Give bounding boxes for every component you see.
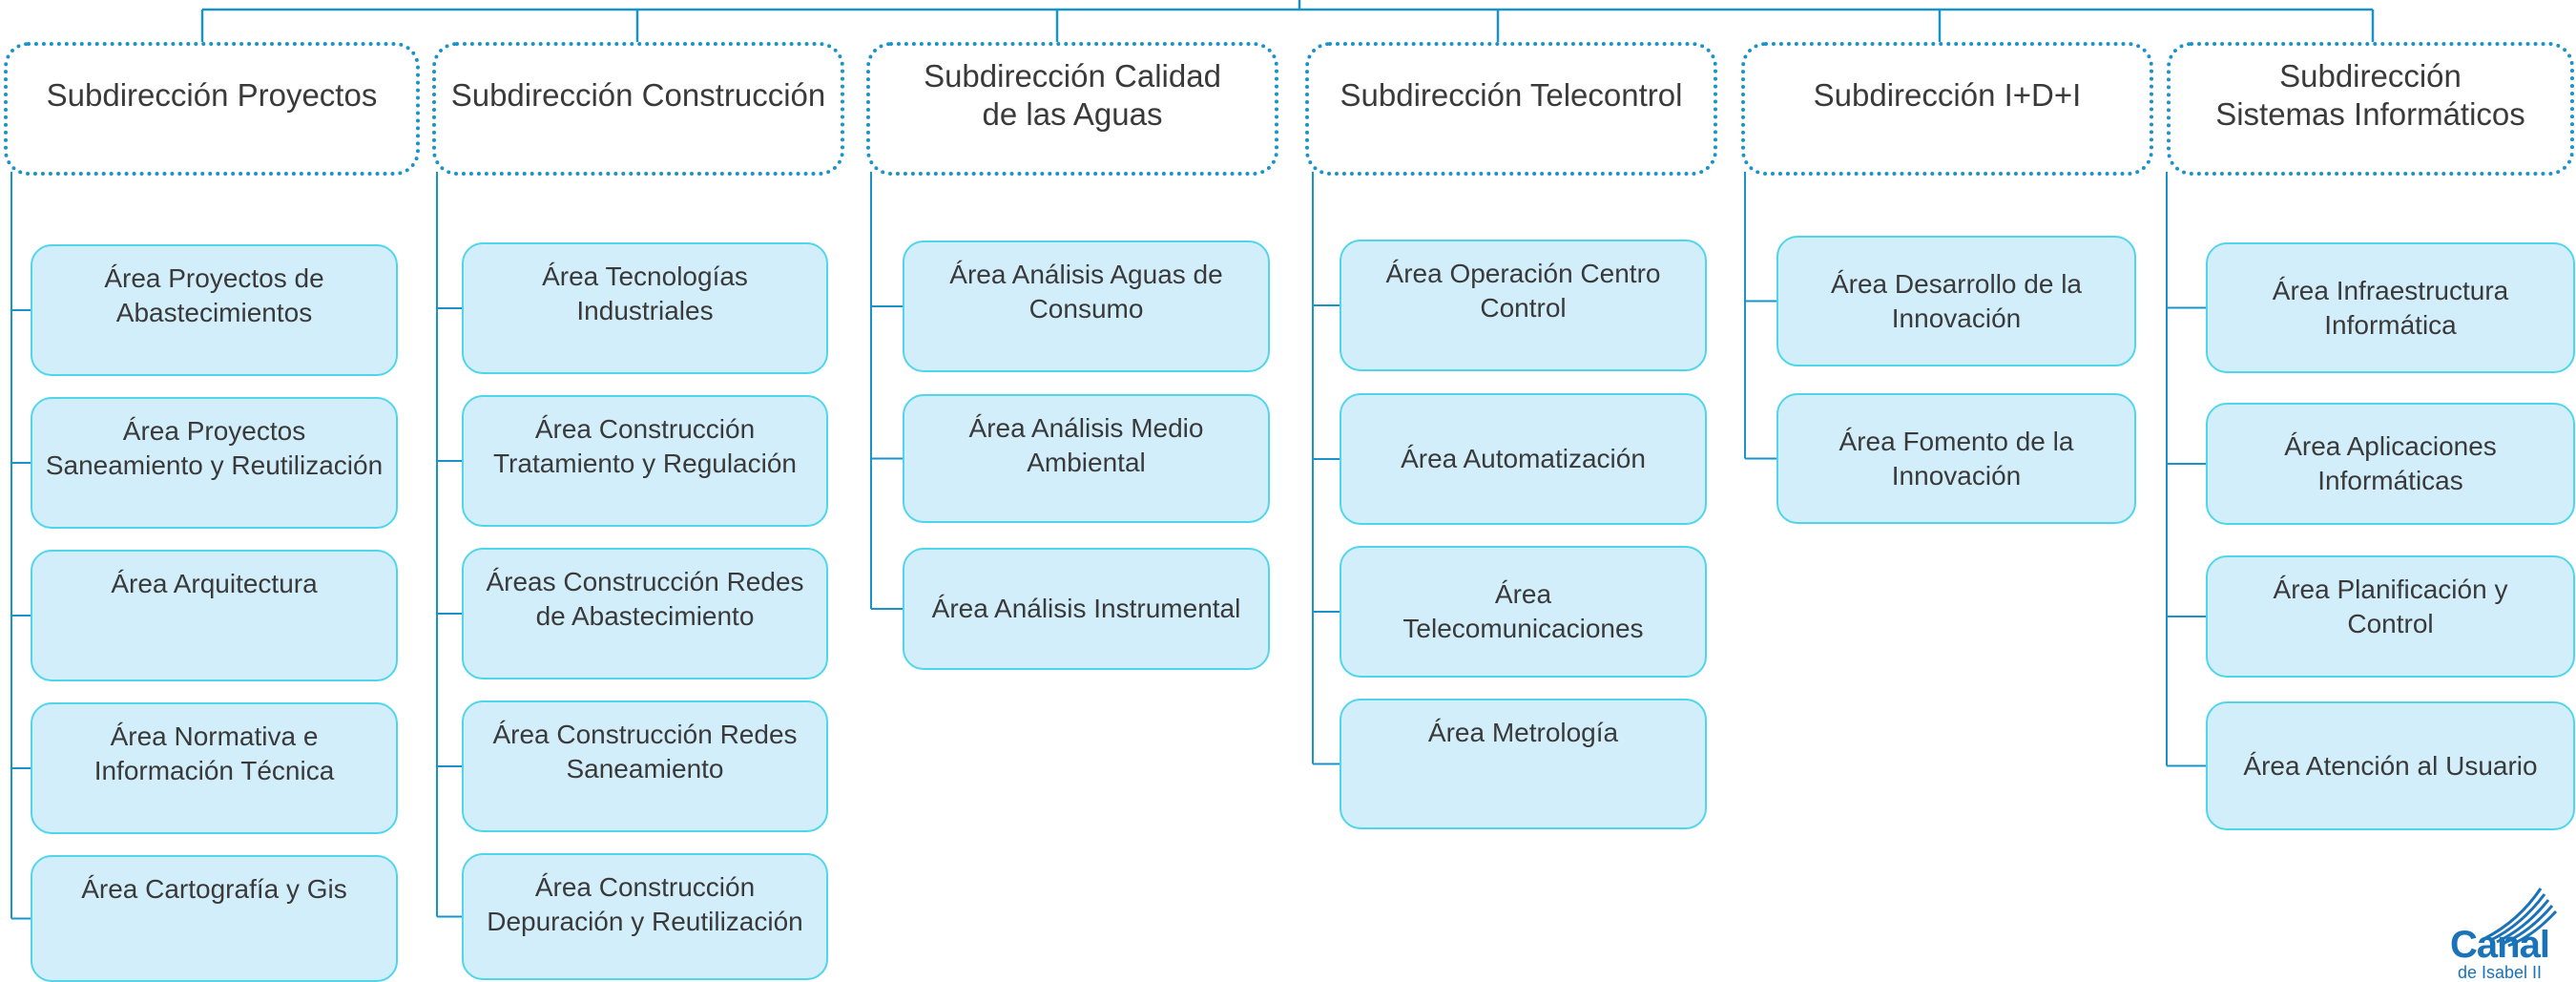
- subdireccion-title: Subdirección Proyectos: [46, 77, 378, 113]
- area-label: Área Análisis Aguas de: [949, 260, 1223, 289]
- subdireccion-title: Subdirección Construcción: [450, 77, 826, 113]
- subdireccion-title: Subdirección: [2279, 58, 2462, 94]
- area-label: Área Desarrollo de la: [1830, 268, 2083, 299]
- area-label: Área Normativa e: [110, 721, 319, 751]
- subdireccion-title: Subdirección Calidad: [924, 58, 1221, 94]
- area-label: Área Planificación y: [2273, 575, 2508, 604]
- area-label: Área Tecnologías: [542, 261, 748, 291]
- area-box: Área Cartografía y Gis: [31, 855, 398, 982]
- area-box: Área Automatización: [1340, 393, 1707, 525]
- area-label: Área Cartografía y Gis: [81, 874, 347, 904]
- area-box: Área Metrología: [1340, 699, 1707, 829]
- area-label: Área Aplicaciones: [2284, 431, 2497, 461]
- area-box: Área Arquitectura: [31, 550, 398, 681]
- area-label: Área Atención al Usuario: [2243, 750, 2538, 781]
- subdireccion-title: de las Aguas: [982, 96, 1163, 132]
- area-label: Depuración y Reutilización: [487, 907, 803, 936]
- area-label: Abastecimientos: [115, 298, 313, 327]
- area-label: Área Metrología: [1427, 718, 1619, 747]
- subdireccion-box: Subdirección Proyectos: [4, 42, 420, 176]
- area-label: Control: [1480, 293, 1567, 323]
- area-box: Área Proyectos de Abastecimientos: [31, 244, 398, 376]
- subdireccion-box: Subdirección I+D+I: [1741, 42, 2153, 176]
- area-label: Informática: [2324, 309, 2457, 340]
- area-label: Informáticas: [2317, 466, 2463, 495]
- area-label: Control: [2347, 609, 2434, 638]
- area-box: Área Normativa e Información Técnica: [31, 702, 398, 834]
- area-box: Área Desarrollo de la Innovación: [1776, 236, 2136, 366]
- area-label: Saneamiento: [566, 754, 724, 784]
- area-label: Área Análisis Medio: [968, 413, 1204, 443]
- area-label: Área Automatización: [1401, 444, 1646, 473]
- area-label: Área Fomento de la: [1839, 426, 2074, 456]
- subdireccion-title: Sistemas Informáticos: [2215, 96, 2525, 132]
- area-label: Ambiental: [1027, 448, 1146, 477]
- area-box: Área Planificación y Control: [2206, 555, 2575, 678]
- area-label: Área Infraestructura: [2272, 275, 2509, 305]
- area-label: Área Construcción: [534, 872, 756, 902]
- area-label: Innovación: [1891, 460, 2022, 491]
- area-label: Innovación: [1891, 303, 2022, 333]
- waves-icon: [2484, 888, 2558, 948]
- area-label: Área Arquitectura: [111, 569, 318, 598]
- area-label: Áreas Construcción Redes: [486, 567, 804, 596]
- area-label: de Abastecimiento: [535, 601, 755, 631]
- subdireccion-title: Subdirección Telecontrol: [1340, 77, 1683, 113]
- area-label: Información Técnica: [93, 756, 335, 785]
- area-label: Industriales: [576, 296, 714, 325]
- area-label: Área Proyectos de: [104, 263, 324, 293]
- area-label: Tratamiento y Regulación: [492, 449, 797, 478]
- subdireccion-title: Subdirección I+D+I: [1813, 77, 2082, 113]
- area-label: Telecomunicaciones: [1402, 614, 1644, 643]
- area-box: Área Atención al Usuario: [2206, 701, 2575, 830]
- area-label: Área Análisis Instrumental: [931, 594, 1241, 623]
- area-box: Áreas Construcción Redes de Abastecimient…: [462, 548, 828, 679]
- area-label: Consumo: [1028, 294, 1144, 324]
- logo-name: Canal: [2450, 924, 2550, 966]
- subdireccion-box: Subdirección Telecontrol: [1305, 42, 1717, 176]
- area-box: Área Fomento de la Innovación: [1776, 393, 2136, 524]
- area-label: Área Proyectos: [122, 416, 306, 446]
- area-label: Área: [1494, 579, 1552, 609]
- logo-subtitle: de Isabel II: [2457, 963, 2543, 982]
- area-label: Saneamiento y Reutilización: [45, 450, 384, 480]
- area-box: Área Análisis Instrumental: [903, 548, 1270, 670]
- area-label: Área Construcción Redes: [492, 720, 798, 749]
- subdireccion-box: Subdirección Construcción: [432, 42, 844, 176]
- area-label: Área Construcción: [534, 414, 756, 444]
- area-label: Área Operación Centro: [1385, 259, 1661, 288]
- area-box: Área Análisis Aguas de Consumo: [903, 240, 1270, 372]
